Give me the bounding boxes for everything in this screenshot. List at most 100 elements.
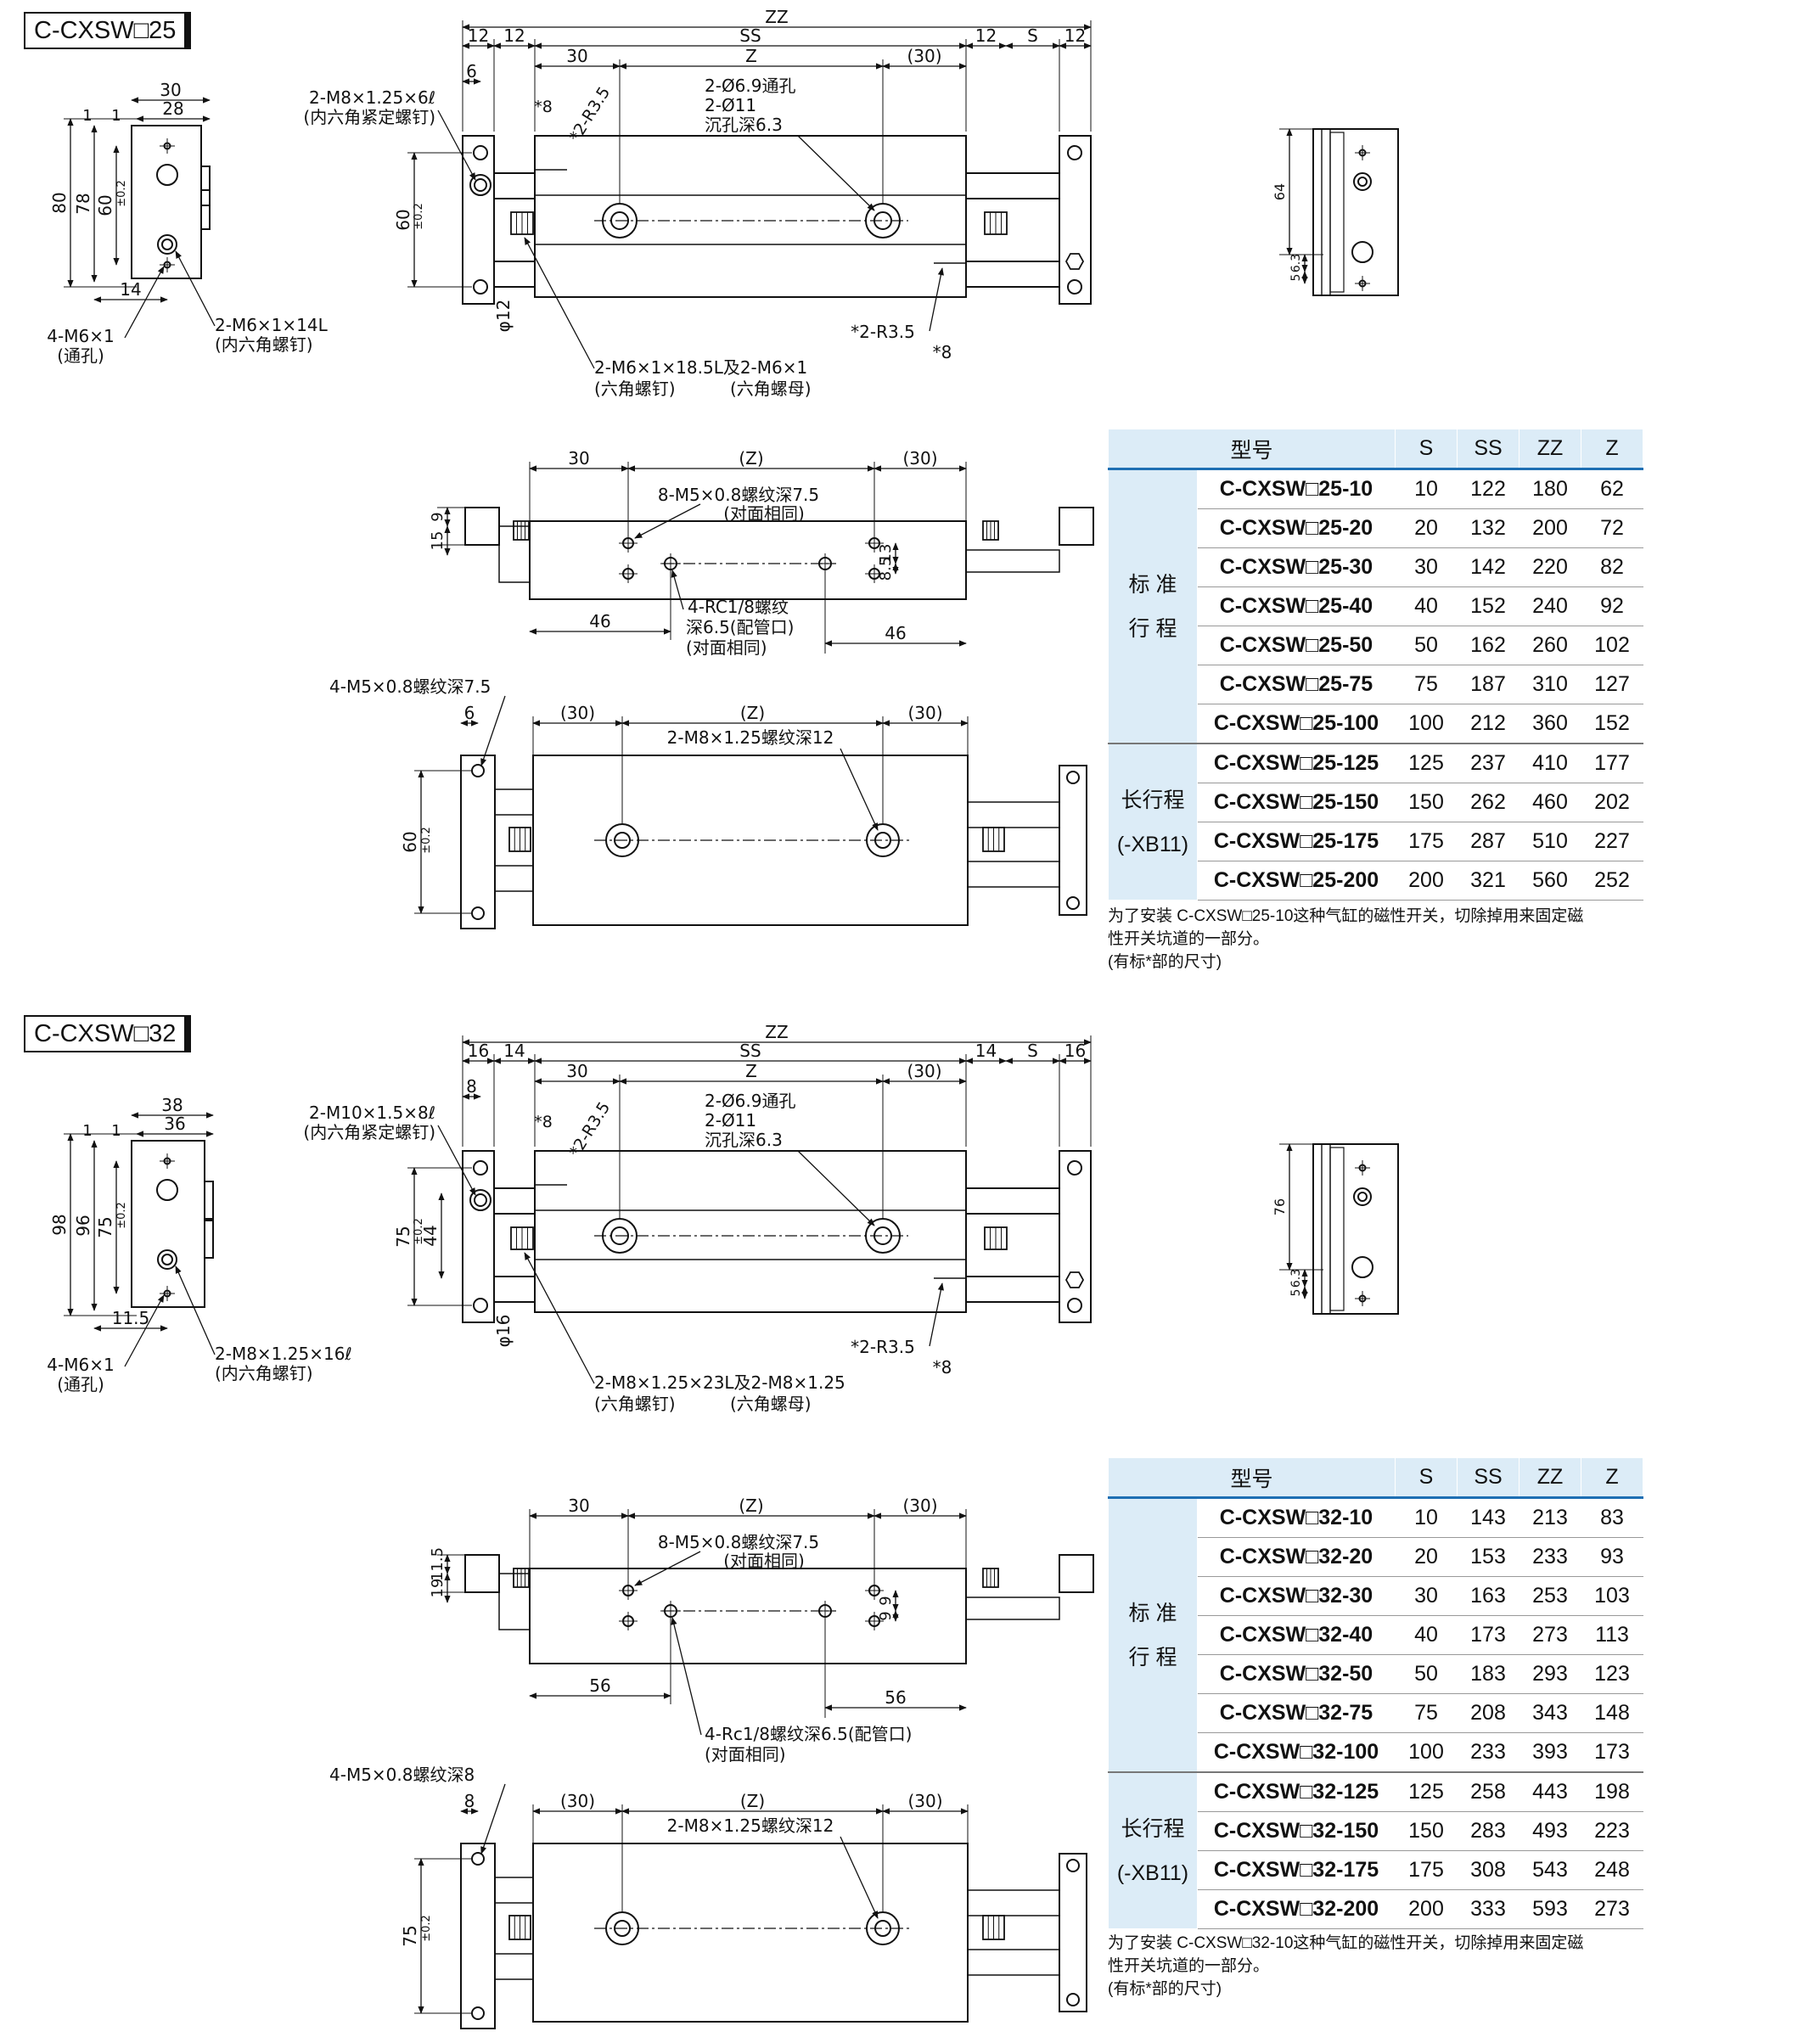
- table-cell-value: 321: [1457, 861, 1519, 901]
- dimension-label: 1: [111, 1122, 121, 1140]
- table-cell-value: 202: [1581, 783, 1643, 822]
- dimension-label: 38: [161, 1095, 183, 1115]
- top-view-body: [529, 520, 967, 600]
- callout-text: (对面相同): [686, 637, 767, 658]
- piston-rod: [965, 1276, 1060, 1303]
- callout-text: 2-Ø11: [705, 95, 756, 115]
- dimension-label: 5: [1289, 274, 1303, 282]
- table-cell-value: 310: [1519, 665, 1581, 704]
- table-cell-value: 360: [1519, 704, 1581, 744]
- dimension-label: 30: [160, 80, 181, 100]
- table-cell-value: 20: [1395, 508, 1458, 548]
- dimension-label: 12: [975, 25, 997, 46]
- top-view-rod: [498, 525, 531, 583]
- table-cell-value: 40: [1395, 586, 1458, 626]
- callout-text: (内六角螺钉): [215, 334, 313, 355]
- note-32: 为了安装 C-CXSW□32-10这种气缸的磁性开关，切除掉用来固定磁 性开关坑…: [1108, 1932, 1651, 2001]
- callout-text: 2-M8×1.25×23L及2-M8×1.25: [594, 1372, 845, 1393]
- bottom-rod: [967, 1949, 1060, 1976]
- callout-text: *8: [534, 1113, 553, 1131]
- dimension-label: 1: [111, 107, 121, 125]
- callout-text: 2-M8×1.25螺纹深12: [667, 727, 834, 748]
- piston-rod: [493, 1276, 536, 1303]
- table-cell-value: 175: [1395, 822, 1458, 861]
- dimension-label: 1: [82, 107, 92, 125]
- table-cell-model: C-CXSW□32-150: [1197, 1811, 1396, 1851]
- callout-text: 8-M5×0.8螺纹深7.5: [658, 485, 819, 505]
- note-line: (有标*部的尺寸): [1108, 953, 1222, 971]
- table-cell-value: 248: [1581, 1850, 1643, 1890]
- table-cell-value: 287: [1457, 822, 1519, 861]
- callout-text: (对面相同): [723, 503, 805, 524]
- table-cell-value: 150: [1395, 1811, 1458, 1851]
- callout-text: 深6.5(配管口): [686, 617, 794, 637]
- callout-text: (对面相同): [723, 1551, 805, 1571]
- dimension-label: 9: [877, 1611, 895, 1620]
- table-cell-value: 233: [1457, 1732, 1519, 1773]
- dimension-label: 15: [429, 531, 447, 551]
- leader-line: [671, 570, 684, 610]
- dimension-label: 8: [466, 1076, 477, 1097]
- table-cell-value: 50: [1395, 1654, 1458, 1694]
- table-cell-model: C-CXSW□32-30: [1197, 1576, 1396, 1616]
- table-header: ZZ: [1519, 1457, 1581, 1499]
- dimension-label: 76: [1272, 1198, 1288, 1215]
- table-cell-value: 75: [1395, 1693, 1458, 1733]
- end-plate-left: [462, 135, 495, 305]
- table-cell-model: C-CXSW□32-50: [1197, 1654, 1396, 1694]
- table-cell-value: 127: [1581, 665, 1643, 704]
- table-cell-value: 593: [1519, 1889, 1581, 1929]
- hole: [1066, 1859, 1080, 1872]
- leader-line: [797, 135, 875, 211]
- table-cell-value: 83: [1581, 1497, 1643, 1538]
- section-title-25: C-CXSW□25: [24, 12, 187, 49]
- table-cell-value: 252: [1581, 861, 1643, 901]
- leader-line: [437, 109, 476, 181]
- top-view-rod: [965, 549, 1060, 573]
- table-cell-model: C-CXSW□25-50: [1197, 626, 1396, 665]
- note-line: (有标*部的尺寸): [1108, 1980, 1222, 1998]
- dimension-label: 30: [568, 448, 589, 469]
- dimension-label: 60: [95, 194, 115, 216]
- leader-line: [929, 267, 944, 332]
- callout-text: (通孔): [57, 345, 104, 366]
- callout-text: 沉孔深6.3: [705, 1130, 783, 1150]
- table-cell-value: 153: [1457, 1537, 1519, 1577]
- hole: [1067, 279, 1082, 295]
- bottom-rod: [494, 865, 534, 892]
- dimension-label: 1: [82, 1122, 92, 1140]
- piston-rod: [965, 261, 1060, 288]
- leader-line: [929, 1282, 944, 1347]
- bottom-rod: [494, 1953, 534, 1980]
- dimension-label: ±0.2: [413, 203, 425, 230]
- side-boss: [200, 166, 211, 206]
- table-cell-value: 260: [1519, 626, 1581, 665]
- callout-text: 2-M6×1×14L: [215, 315, 329, 335]
- callout-text: 2-Ø6.9通孔: [705, 76, 796, 96]
- dimension-label: (Z): [739, 448, 763, 469]
- hole: [1351, 1256, 1373, 1278]
- leader-line: [480, 1783, 506, 1855]
- dimension-label: (Z): [740, 1791, 765, 1811]
- dimension-label: 28: [162, 98, 183, 119]
- dimension-label: 30: [566, 1061, 587, 1081]
- table-cell-value: 253: [1519, 1576, 1581, 1616]
- hole: [469, 174, 492, 196]
- table-cell-value: 123: [1581, 1654, 1643, 1694]
- note-line: 为了安装 C-CXSW□32-10这种气缸的磁性开关，切除掉用来固定磁: [1108, 1934, 1584, 1952]
- table-header: S: [1395, 1457, 1458, 1499]
- side-boss: [200, 189, 211, 230]
- callout-text: 4-M6×1: [47, 326, 114, 346]
- dimension-label: 13: [877, 544, 895, 564]
- table-cell-model: C-CXSW□25-200: [1197, 861, 1396, 901]
- dimension-label: (30): [907, 1061, 941, 1081]
- dimension-label: ZZ: [765, 7, 788, 27]
- dimension-label: Z: [745, 46, 757, 66]
- leader-line: [671, 1617, 702, 1736]
- dimension-label: 11.5: [112, 1308, 150, 1328]
